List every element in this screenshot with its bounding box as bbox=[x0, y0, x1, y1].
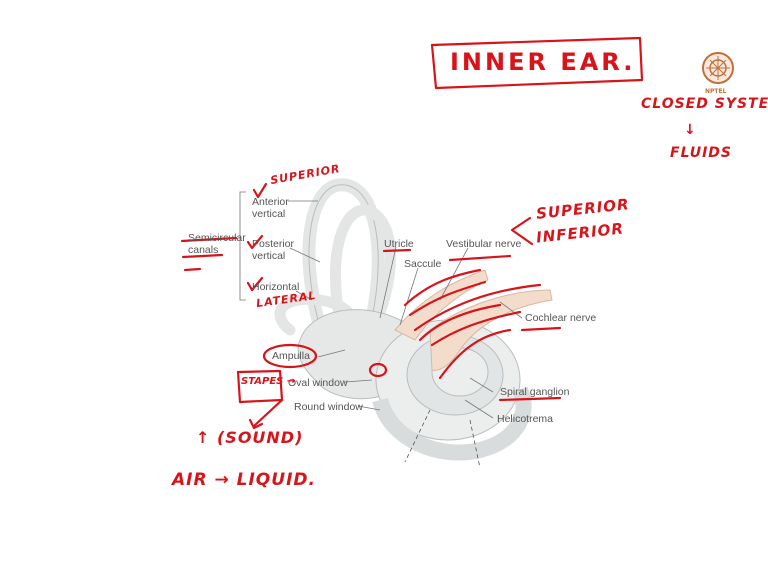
label-utricle: Utricle bbox=[384, 238, 414, 250]
label-ampulla: Ampulla bbox=[272, 350, 310, 362]
annotation-stapes: STAPES → bbox=[241, 376, 295, 387]
annotation-closed-system: CLOSED SYSTEM bbox=[641, 96, 768, 112]
label-vestibular-nerve: Vestibular nerve bbox=[446, 238, 521, 250]
label-helicotrema: Helicotrema bbox=[497, 413, 553, 425]
label-spiral-ganglion: Spiral ganglion bbox=[500, 386, 569, 398]
label-anterior-vertical: Anterior vertical bbox=[252, 196, 312, 220]
annotation-sound: ↑ (SOUND) bbox=[196, 428, 303, 447]
label-semicircular-canals: Semicircular canals bbox=[188, 232, 240, 256]
annotation-arrow-down: ↓ bbox=[684, 122, 697, 138]
label-posterior-vertical: Posterior vertical bbox=[252, 238, 312, 262]
canals-bracket bbox=[240, 192, 246, 300]
logo-caption: NPTEL bbox=[705, 88, 726, 95]
annotation-title: INNER EAR. bbox=[450, 48, 635, 76]
annotation-fluids: FLUIDS bbox=[670, 145, 732, 161]
label-cochlear-nerve: Cochlear nerve bbox=[525, 312, 596, 324]
label-oval-window: Oval window bbox=[288, 377, 348, 389]
nptel-logo bbox=[703, 53, 733, 83]
annotation-air-liquid: AIR → LIQUID. bbox=[172, 470, 316, 490]
label-round-window: Round window bbox=[294, 401, 363, 413]
label-saccule: Saccule bbox=[404, 258, 441, 270]
